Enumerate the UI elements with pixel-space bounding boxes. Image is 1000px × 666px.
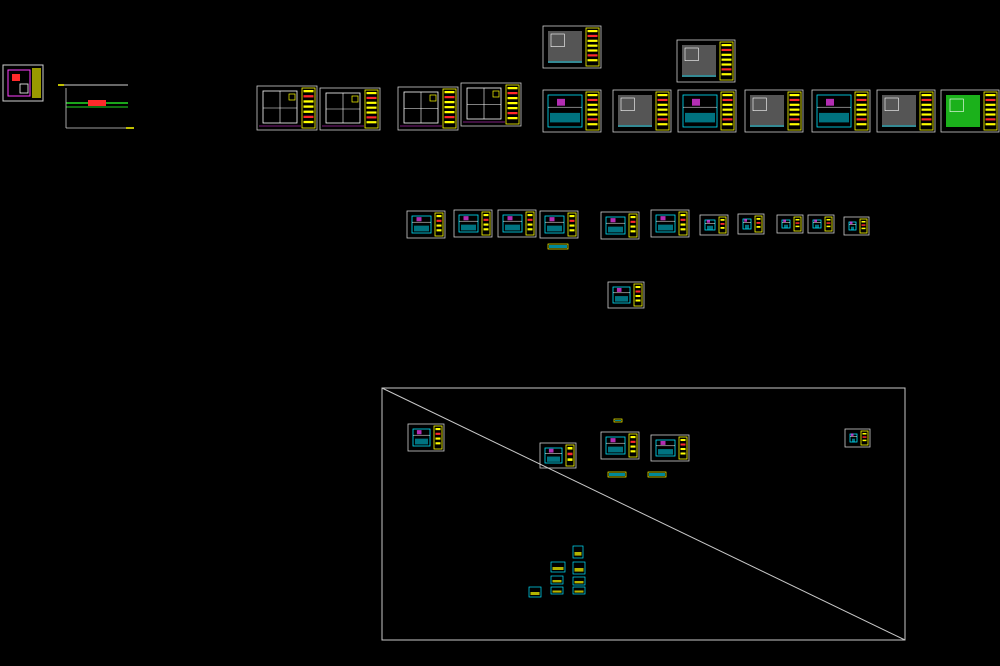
detail-drawing-icon[interactable]: [528, 586, 542, 598]
drawing-sheet-icon[interactable]: [811, 89, 871, 133]
drawing-sheet-icon[interactable]: [542, 89, 602, 133]
detail-drawing-icon[interactable]: [550, 586, 564, 595]
drawing-sheet-icon[interactable]: [650, 209, 690, 238]
layout-boundary-icon[interactable]: [381, 387, 906, 641]
drawing-sheet-icon[interactable]: [776, 214, 804, 234]
drawing-sheet-icon[interactable]: [256, 85, 318, 131]
sheet-small-plan[interactable]: [2, 64, 44, 102]
detail-drawing-icon[interactable]: [572, 576, 586, 586]
drawing-sheets: [256, 25, 1000, 598]
drawing-sheet-icon[interactable]: [453, 209, 493, 238]
drawing-sheet-icon[interactable]: [744, 89, 804, 133]
drawing-sheet-icon[interactable]: [843, 216, 870, 236]
drawing-sheet-icon[interactable]: [676, 39, 736, 83]
drawing-sheet-icon[interactable]: [600, 431, 640, 460]
drawing-sheet-icon[interactable]: [612, 89, 672, 133]
drawing-sheet-icon[interactable]: [539, 442, 577, 469]
detail-drawing-icon[interactable]: [572, 545, 584, 559]
drawing-sheet-icon[interactable]: [406, 210, 446, 239]
detail-drawing-icon[interactable]: [572, 561, 586, 575]
drawing-sheet-icon[interactable]: [940, 89, 1000, 133]
drawing-label-tag[interactable]: [647, 471, 667, 478]
drawing-sheet-icon[interactable]: [876, 89, 936, 133]
drawing-label-tag[interactable]: [607, 471, 627, 478]
drawing-sheet-icon[interactable]: [407, 423, 445, 452]
drawing-label-tag[interactable]: [547, 243, 569, 250]
drawing-sheet-icon[interactable]: [844, 428, 871, 448]
drawing-sheet-icon[interactable]: [539, 210, 579, 239]
section-line-icon[interactable]: [58, 84, 134, 129]
drawing-label-tag[interactable]: [613, 418, 623, 423]
detail-drawing-icon[interactable]: [550, 575, 564, 585]
drawing-sheet-icon[interactable]: [397, 86, 459, 131]
drawing-sheet-icon[interactable]: [737, 213, 765, 235]
drawing-sheet-icon[interactable]: [650, 434, 690, 462]
drawing-sheet-icon[interactable]: [677, 89, 737, 133]
detail-drawing-icon[interactable]: [572, 586, 586, 595]
drawing-sheet-icon[interactable]: [319, 87, 381, 131]
drawing-sheet-icon[interactable]: [807, 214, 835, 234]
detail-drawing-icon[interactable]: [550, 561, 566, 573]
drawing-sheet-icon[interactable]: [607, 281, 645, 309]
drawing-sheet-icon[interactable]: [542, 25, 602, 69]
drawing-sheet-icon[interactable]: [497, 209, 537, 238]
drawing-sheet-icon[interactable]: [460, 82, 522, 127]
drawing-sheet-icon[interactable]: [600, 211, 640, 240]
drawing-sheet-icon[interactable]: [699, 214, 729, 236]
